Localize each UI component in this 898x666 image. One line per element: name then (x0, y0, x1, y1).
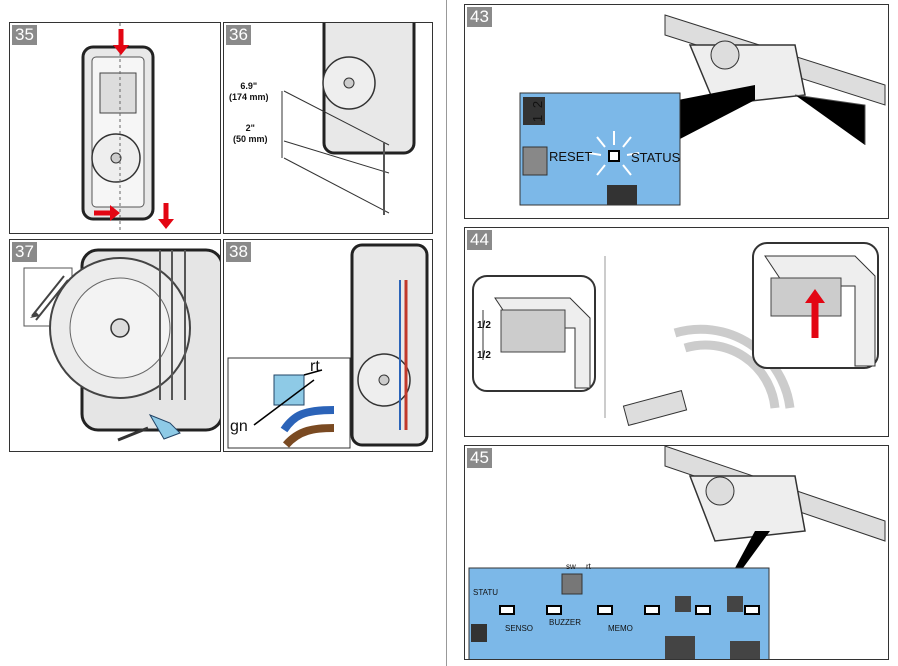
sensor-label: SENSO (505, 624, 534, 633)
page-divider (446, 0, 447, 666)
step-43-illustration (519, 14, 886, 206)
dimension-mm-text: (174 mm) (229, 92, 269, 102)
step-number: 37 (12, 242, 37, 262)
step-44-illustration (472, 242, 879, 427)
step-35-illustration (81, 23, 174, 233)
wire-label-sw: sw (566, 562, 576, 571)
dimension-mm-text: (50 mm) (233, 134, 268, 144)
reset-label: RESET (549, 149, 593, 164)
step-38-illustration (227, 243, 429, 449)
step-36-panel: 36 6.9" (174 mm) 2" (50 mm) (223, 22, 433, 234)
dip-switch-label-2: 2 (530, 100, 546, 109)
step-37-illustration (23, 248, 220, 442)
step-45-panel: 45 sw rt STATU SENSO BUZZER MEMO (464, 445, 889, 660)
step-number: 45 (467, 448, 492, 468)
dip-switch-label-1: 1 (530, 114, 546, 123)
step-number: 44 (467, 230, 492, 250)
wire-label-rt: rt (310, 358, 320, 375)
step-37-panel: 37 (9, 239, 221, 452)
step-38-panel: 38 rt gn (223, 239, 433, 452)
half-label-top: 1/2 (477, 320, 491, 331)
status-label: STATUS (631, 150, 681, 165)
dimension-inch-text: 2" (245, 123, 255, 133)
step-43-panel: 43 2 1 RESET STATUS (464, 4, 889, 219)
dimension-inch-text: 6.9" (240, 81, 258, 91)
step-number: 38 (226, 242, 251, 262)
wire-label-gn: gn (230, 418, 248, 435)
step-number: 43 (467, 7, 492, 27)
step-35-panel: 35 (9, 22, 221, 234)
step-number: 36 (226, 25, 251, 45)
memo-label: MEMO (608, 624, 633, 633)
status-label: STATU (473, 588, 499, 597)
buzzer-label: BUZZER (549, 618, 581, 627)
step-number: 35 (12, 25, 37, 45)
dimension-50-label: 2" (50 mm) (233, 123, 268, 145)
half-label-bottom: 1/2 (477, 350, 491, 361)
step-44-panel: 44 1/2 1/2 (464, 227, 889, 437)
wire-label-rt: rt (586, 562, 591, 571)
dimension-174-label: 6.9" (174 mm) (229, 81, 269, 103)
step-45-illustration (468, 446, 886, 659)
step-36-illustration (281, 23, 416, 215)
